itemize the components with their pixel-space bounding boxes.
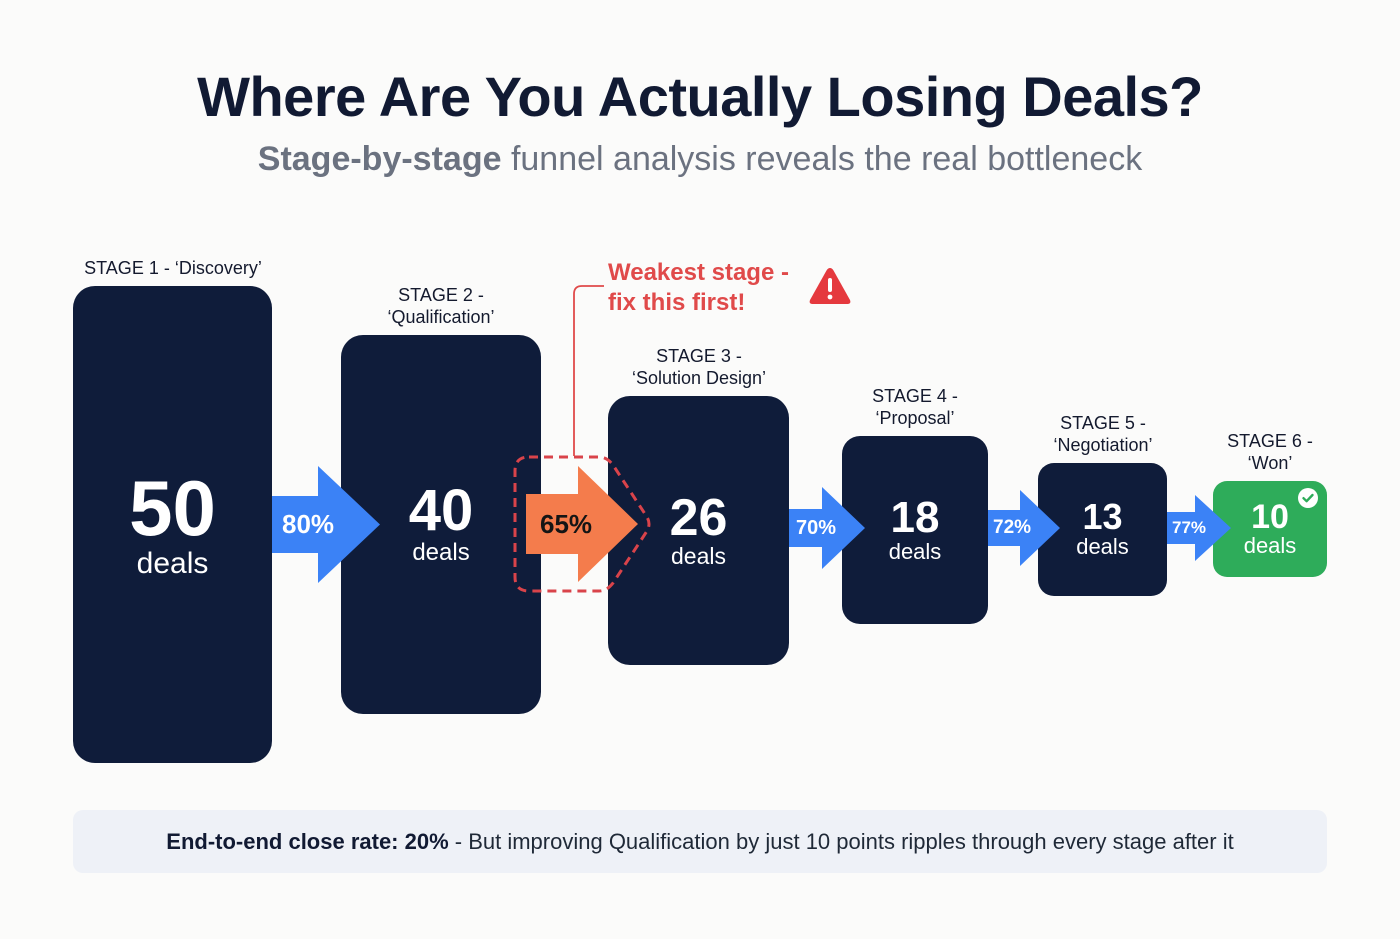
stage-1-count: 50 (129, 464, 216, 552)
weakest-stage-highlight (513, 455, 651, 593)
stage-3-label: STAGE 3 - ‘Solution Design’ (631, 346, 767, 388)
stage-5-label: STAGE 5 - ‘Negotiation’ (1053, 413, 1153, 455)
callout-connector (573, 285, 604, 456)
check-circle-icon (1298, 488, 1318, 508)
stage-6-label: STAGE 6 - ‘Won’ (1227, 431, 1313, 473)
stage-4-label: STAGE 4 - ‘Proposal’ (872, 386, 958, 428)
page-subtitle: Stage-by-stage funnel analysis reveals t… (0, 140, 1400, 179)
stage-2-count: 40 (408, 478, 474, 544)
stage-2-unit: deals (412, 539, 470, 567)
arrow-right-icon (988, 490, 1060, 566)
conversion-arrow-1: 80% (272, 466, 382, 583)
weakest-stage-callout: Weakest stage - fix this first! (608, 259, 789, 316)
conversion-arrow-4: 72% (988, 490, 1062, 566)
stage-5-count: 13 (1082, 496, 1123, 538)
arrow-right-icon (526, 466, 638, 582)
stage-4-unit: deals (888, 538, 942, 564)
stage-1-box: 50 deals (73, 286, 272, 763)
stage-1-label: STAGE 1 - ‘Discovery’ (84, 258, 262, 278)
stage-1-unit: deals (136, 547, 209, 580)
conversion-arrow-2-weakest: 65% (526, 466, 640, 582)
stage-3-box: 26 deals (608, 396, 789, 665)
arrow-right-icon (789, 487, 865, 569)
summary-detail: - But improving Qualification by just 10… (448, 828, 1234, 854)
page-title: Where Are You Actually Losing Deals? (197, 65, 1203, 128)
conversion-rate-4: 72% (993, 517, 1032, 538)
conversion-arrow-3: 70% (789, 487, 867, 569)
conversion-rate-1: 80% (282, 509, 335, 539)
stage-4-box: 18 deals (842, 436, 988, 624)
conversion-rate-3: 70% (796, 516, 837, 539)
arrow-right-icon (1167, 495, 1231, 561)
stage-3-count: 26 (669, 488, 728, 547)
summary-banner: End-to-end close rate: 20% - But improvi… (73, 810, 1327, 873)
arrow-right-icon (272, 466, 380, 583)
stage-2-label: STAGE 2 - ‘Qualification’ (387, 285, 495, 327)
conversion-arrow-5: 77% (1167, 495, 1233, 561)
subtitle-text: funnel analysis reveals the real bottlen… (501, 140, 1143, 178)
stage-4-count: 18 (890, 492, 940, 542)
conversion-rate-2: 65% (540, 508, 593, 539)
warning-triangle-icon (809, 268, 851, 304)
stage-6-count: 10 (1251, 497, 1289, 536)
close-rate-summary: End-to-end close rate: 20% (166, 828, 449, 854)
stage-5-box: 13 deals (1038, 463, 1167, 596)
summary-text: End-to-end close rate: 20% - But improvi… (166, 829, 1233, 855)
stage-6-unit: deals (1243, 532, 1297, 558)
conversion-rate-5: 77% (1172, 518, 1207, 537)
stage-3-unit: deals (671, 542, 726, 569)
subtitle-emphasis: Stage-by-stage (257, 140, 502, 178)
stage-5-unit: deals (1076, 534, 1129, 560)
